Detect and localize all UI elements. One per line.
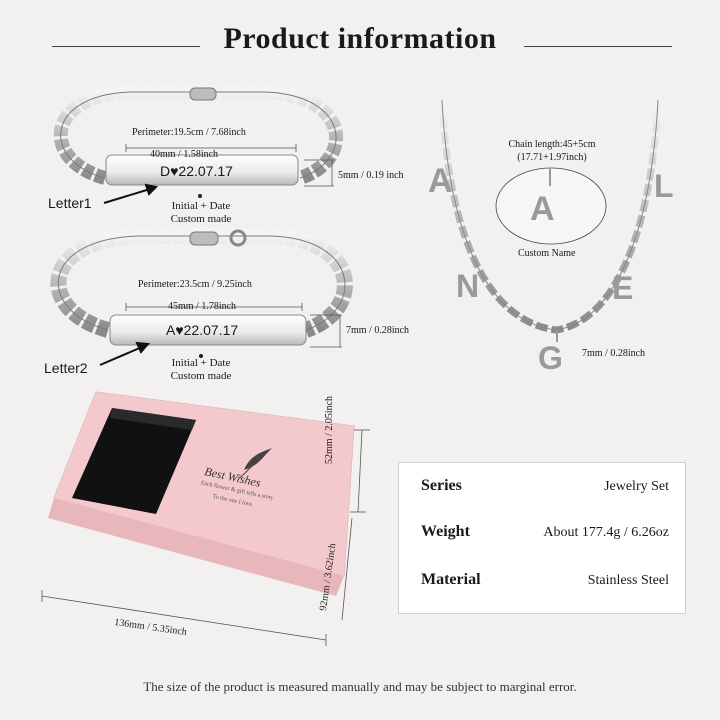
charm-letter-e: E xyxy=(612,270,634,306)
bracelet-1-width: 40mm / 1.58inch xyxy=(150,149,219,160)
bracelet-2-caption: Initial + Date Custom made xyxy=(170,357,232,382)
spec-key: Material xyxy=(421,571,481,588)
spec-value: About 177.4g / 6.26oz xyxy=(543,525,669,540)
letter-arrows xyxy=(99,183,159,366)
necklace-custom-name-label: Custom Name xyxy=(518,248,576,259)
title-rule-left xyxy=(52,46,200,47)
charm-letter-n: N xyxy=(456,268,480,304)
bracelet-2-width: 45mm / 1.78inch xyxy=(168,301,237,312)
spec-row-weight: Weight About 177.4g / 6.26oz xyxy=(399,523,685,553)
title-rule-right xyxy=(524,46,672,47)
bracelet-1-caption: Initial + Date Custom made xyxy=(170,200,232,225)
bracelet-1-height: 5mm / 0.19 inch xyxy=(338,170,404,181)
spec-value: Jewelry Set xyxy=(604,479,669,494)
bracelet-2 xyxy=(50,228,353,346)
charm-letter-l: L xyxy=(654,168,674,204)
bracelet-1-engraving: D♥22.07.17 xyxy=(160,163,233,179)
page-title: Product information xyxy=(223,22,497,55)
bracelet-2-perimeter: Perimeter:23.5cm / 9.25inch xyxy=(138,279,252,290)
bracelet-1-plate xyxy=(105,154,299,186)
zoom-charm-letter: A xyxy=(530,190,555,228)
charm-letter-a: A xyxy=(428,162,453,200)
box-depth: 52mm / 2.05inch xyxy=(324,395,335,464)
bracelet-dimensions xyxy=(125,144,342,348)
letter-2-callout: Letter2 xyxy=(44,360,88,376)
spec-key: Weight xyxy=(421,523,470,540)
feather-icon xyxy=(244,448,272,470)
box-dimensions xyxy=(41,429,370,646)
spec-table: Series Jewelry Set Weight About 177.4g /… xyxy=(398,462,686,614)
letter-1-callout: Letter1 xyxy=(48,195,92,211)
spec-row-series: Series Jewelry Set xyxy=(399,477,685,507)
bracelet-1-perimeter: Perimeter:19.5cm / 7.68inch xyxy=(132,127,246,138)
footer-disclaimer: The size of the product is measured manu… xyxy=(143,679,577,694)
bracelet-1 xyxy=(53,85,343,186)
bracelet-2-plate xyxy=(109,314,307,346)
box-velvet-insert xyxy=(72,408,196,514)
gift-box xyxy=(48,391,355,596)
bracelet-2-height: 7mm / 0.28inch xyxy=(346,325,410,336)
charm-letter-g: G xyxy=(538,340,563,376)
necklace-chain-length: Chain length:45+5cm (17.71+1.97inch) xyxy=(508,139,596,163)
spec-row-material: Material Stainless Steel xyxy=(399,571,685,601)
spec-value: Stainless Steel xyxy=(587,573,669,588)
necklace xyxy=(438,99,662,342)
caption-dots xyxy=(198,194,203,358)
necklace-charm-size: 7mm / 0.28inch xyxy=(582,348,646,359)
bracelet-2-engraving: A♥22.07.17 xyxy=(166,322,239,338)
spec-key: Series xyxy=(421,477,462,494)
